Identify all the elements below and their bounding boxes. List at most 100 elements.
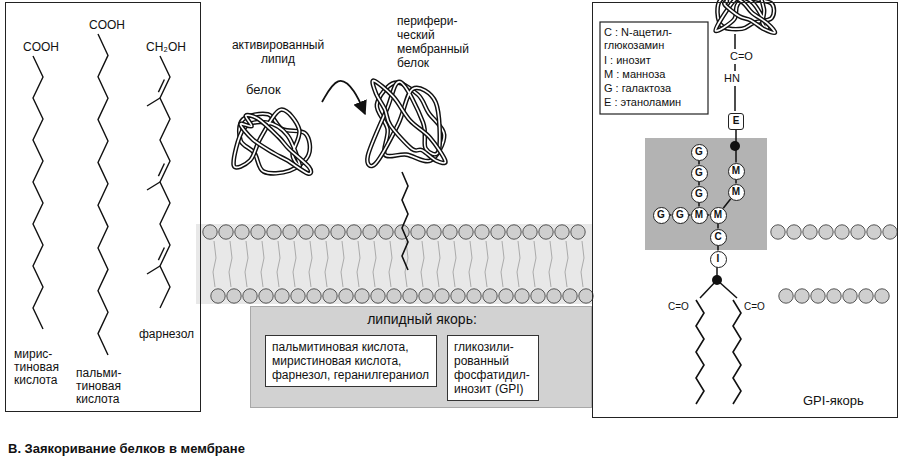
- lipid-tail: [565, 241, 568, 287]
- carbon-chain: [98, 34, 108, 355]
- sugar-letter: M: [732, 187, 740, 197]
- sugar-circle: G: [672, 207, 689, 224]
- phosphate-dot: [712, 275, 722, 285]
- lipid-head: [203, 225, 217, 239]
- sugar-letter: M: [714, 210, 722, 220]
- node-text: пальми- тиновая кислота: [76, 367, 130, 406]
- lipid-head: [411, 225, 425, 239]
- glycan-bond: [735, 130, 737, 163]
- lipid-head: [531, 289, 545, 303]
- lipid-head: [219, 225, 233, 239]
- lipid-tail: [549, 241, 552, 287]
- gpi-box: гликозили- рованный фосфатидил- инозит (…: [447, 335, 539, 401]
- protein: белок: [222, 82, 322, 177]
- lipid-tail: [517, 241, 520, 287]
- protein-ribbon-core: [240, 115, 311, 174]
- lipid-tail: [581, 241, 584, 287]
- sugar-letter: G: [657, 210, 665, 220]
- methyl-branch: [147, 266, 160, 274]
- double-bond: [158, 247, 164, 260]
- phosphate-dot: [730, 141, 740, 151]
- node-text: пальмитиновая кислота, миристиновая кисл…: [272, 340, 430, 382]
- node-text: CH₂OH: [146, 41, 186, 54]
- chem-group-label: C=O: [730, 50, 753, 63]
- carbon-chain: [33, 56, 43, 329]
- protein-ribbon: [724, 0, 775, 33]
- lipid-tail: [277, 241, 280, 287]
- lipid-head: [227, 289, 241, 303]
- lipid-tail: [421, 241, 424, 287]
- legend-text: E : этаноламин: [604, 96, 681, 108]
- lipid-head: [475, 225, 489, 239]
- lipid-tail: [357, 241, 360, 287]
- lipid-head: [851, 225, 865, 239]
- lipid-head: [419, 289, 433, 303]
- lipid-tail: [293, 241, 296, 287]
- node-text: GPI-якорь: [803, 393, 864, 408]
- sugar-letter: M: [732, 166, 740, 176]
- node-text: мирис- тиновая кислота: [14, 348, 68, 387]
- legend-entry: M : манноза: [604, 68, 706, 81]
- lipid-head: [483, 289, 497, 303]
- bond-line: [734, 86, 736, 111]
- legend-entry: G : галактоза: [604, 82, 706, 95]
- sugar-letter: I: [717, 254, 720, 264]
- lipid-tail: [245, 241, 248, 287]
- lipid-head: [355, 289, 369, 303]
- lipid-head: [875, 289, 889, 303]
- lipid-head: [323, 289, 337, 303]
- lipid-tail: [309, 241, 312, 287]
- legend-text: I : инозит: [604, 54, 651, 66]
- reaction-arrow: [322, 81, 365, 114]
- node-text: COOH: [23, 41, 59, 54]
- node-text: липидный якорь:: [251, 311, 593, 327]
- chem-group-label: HN: [724, 72, 740, 85]
- protein-ribbon-core: [373, 81, 446, 163]
- lipid-head: [331, 225, 345, 239]
- lipid-anchor-chain: [696, 300, 704, 404]
- lipid-head: [387, 289, 401, 303]
- lipid-head: [467, 289, 481, 303]
- sugar-letter: C: [714, 232, 721, 242]
- lipid-tail: [261, 241, 264, 287]
- protein-ribbon: [234, 110, 300, 168]
- lipid-head: [819, 225, 833, 239]
- arrow-label: активированный липид: [222, 38, 334, 66]
- lipid-head: [259, 289, 273, 303]
- glycan-bond: [698, 203, 700, 207]
- lipid-head: [403, 289, 417, 303]
- lipid-head: [507, 225, 521, 239]
- double-bond: [158, 163, 164, 176]
- lipid-head: [779, 289, 793, 303]
- glycan-bond: [698, 182, 700, 186]
- lipid-tail: [341, 241, 344, 287]
- glycan-core-shade: [645, 138, 767, 250]
- sugar-letter: M: [695, 210, 703, 220]
- lipid-head: [555, 225, 569, 239]
- lipid-head: [795, 289, 809, 303]
- lipid-tail: [325, 241, 328, 287]
- lipid-head: [299, 225, 313, 239]
- lipid-head: [771, 225, 785, 239]
- lipid-head: [435, 289, 449, 303]
- lipid-head: [459, 225, 473, 239]
- lipid-head: [427, 225, 441, 239]
- lipid-tail: [469, 241, 472, 287]
- peripheral-protein: перифери- ческий мембранный белок: [365, 14, 477, 184]
- glycan-bond: [723, 199, 731, 209]
- glycan-bond: [735, 180, 737, 184]
- lipid-head: [835, 225, 849, 239]
- sugar-letter: G: [695, 168, 703, 178]
- lipid-head: [315, 225, 329, 239]
- bond-line: [734, 34, 736, 49]
- lipid-head: [371, 289, 385, 303]
- lipid-head: [363, 225, 377, 239]
- legend-entry: E : этаноламин: [604, 96, 706, 109]
- lipid-tail: [485, 241, 488, 287]
- lipid-head: [443, 225, 457, 239]
- methyl-branch: [147, 98, 160, 106]
- glycan-bond: [717, 246, 719, 251]
- legend-box: [600, 22, 708, 114]
- node-text: перифери- ческий мембранный белок: [397, 14, 475, 70]
- sugar-circle: M: [728, 184, 745, 201]
